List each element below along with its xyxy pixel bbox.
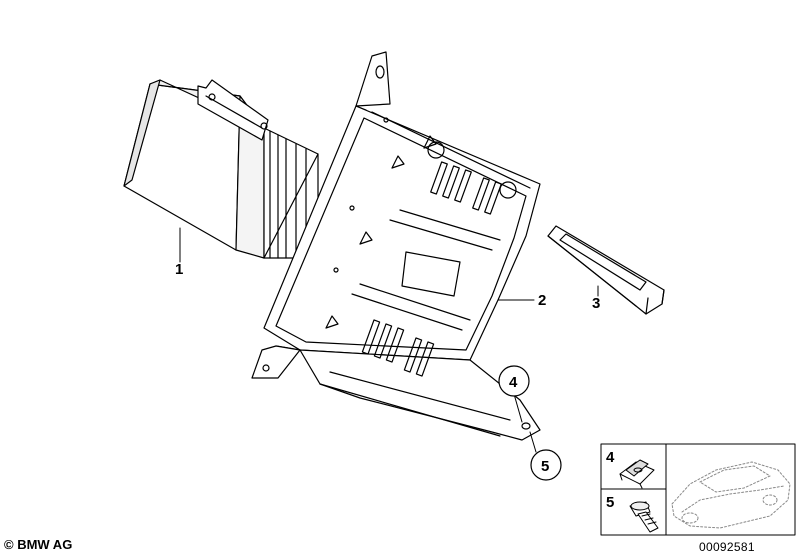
clip-nut-icon [619, 459, 655, 489]
mounting-plate [251, 51, 541, 441]
callout-2: 2 [538, 292, 546, 309]
callout-circle-4 [498, 365, 530, 397]
copyright-label: © BMW AG [4, 537, 73, 552]
car-outline-icon [671, 461, 791, 529]
inset-label-5: 5 [606, 494, 614, 511]
inset-label-4: 4 [606, 449, 615, 466]
leader-lines [179, 227, 599, 453]
upper-louvers [430, 161, 502, 215]
callout-5: 5 [541, 458, 549, 475]
callout-1: 1 [175, 261, 183, 278]
diagram-id: 00092581 [699, 540, 755, 554]
amplifier-unit [123, 79, 319, 259]
screw-icon [629, 501, 659, 533]
lower-louvers [361, 319, 435, 377]
callout-4: 4 [509, 374, 518, 391]
callout-circle-5 [530, 449, 562, 481]
strap-bracket [547, 225, 665, 315]
inset-panel [600, 443, 796, 536]
callout-3: 3 [592, 295, 600, 312]
